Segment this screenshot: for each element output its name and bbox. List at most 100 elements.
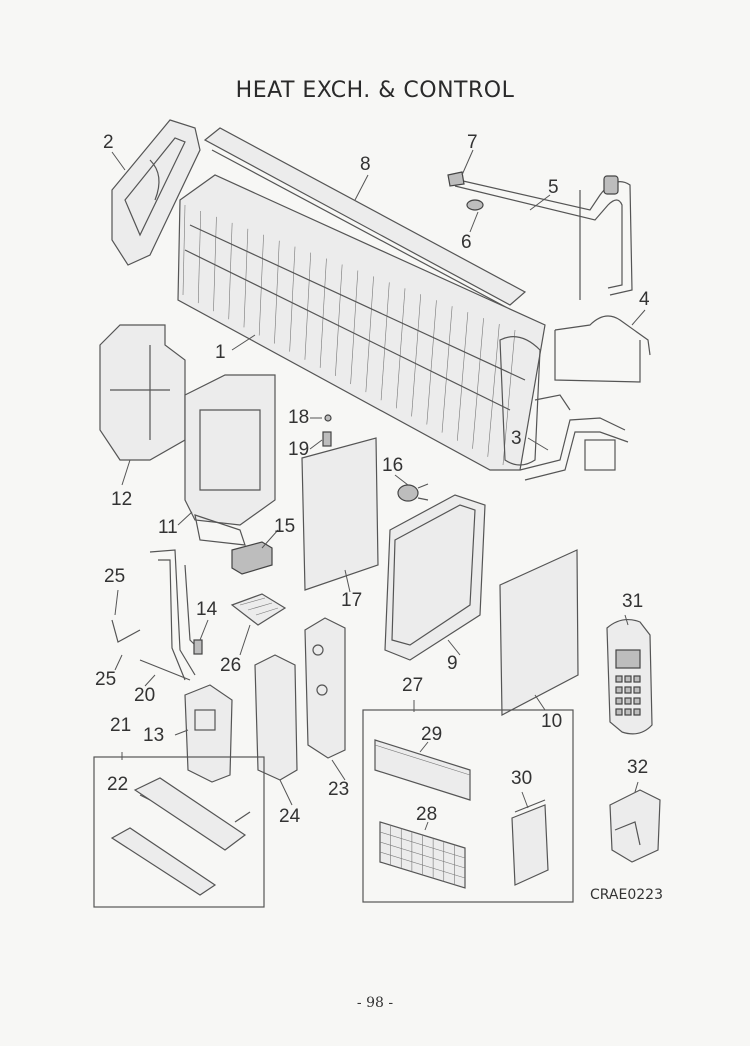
remote-button xyxy=(633,697,641,705)
fin-line xyxy=(350,270,359,385)
part-4-pipe xyxy=(554,315,651,383)
page-number: - 98 - xyxy=(356,995,394,1011)
part-8-top-rail xyxy=(203,127,527,313)
callout-2: 2 xyxy=(103,132,114,153)
callout-11: 11 xyxy=(158,517,178,538)
fin-line xyxy=(243,228,249,328)
part-15-terminal-block xyxy=(231,541,273,575)
diagram-title: HEAT EXCH. & CONTROL xyxy=(235,78,515,103)
callout-31: 31 xyxy=(622,591,643,612)
callout-24: 24 xyxy=(279,806,301,827)
callout-29: 29 xyxy=(421,724,442,745)
remote-button xyxy=(633,686,641,694)
part-9-control-board xyxy=(384,494,486,661)
part-29-filter xyxy=(374,739,471,801)
part-2-side-bracket xyxy=(111,119,201,266)
callout-15: 15 xyxy=(274,516,295,537)
callout-5: 5 xyxy=(548,177,559,198)
fin-line xyxy=(182,204,186,296)
remote-button xyxy=(624,697,632,705)
part-20-cable xyxy=(139,659,191,681)
callout-26: 26 xyxy=(220,655,241,676)
callout-23: 23 xyxy=(328,779,349,800)
part-23-frame xyxy=(304,617,346,759)
part-28-filter-grid xyxy=(379,821,466,889)
callout-labels: 2 8 7 5 6 4 1 3 18 19 16 12 11 15 17 9 1… xyxy=(95,132,650,827)
callout-9: 9 xyxy=(447,653,458,674)
callout-25-upper: 25 xyxy=(104,566,125,587)
fin-line xyxy=(426,300,437,425)
callout-19: 19 xyxy=(288,439,309,460)
part-30-manual xyxy=(511,799,549,886)
leader-lines xyxy=(111,149,646,831)
grid-line xyxy=(379,851,466,879)
callout-14: 14 xyxy=(196,599,218,620)
callout-28: 28 xyxy=(416,804,437,825)
fin-line xyxy=(365,276,374,393)
part-11-control-box xyxy=(184,374,276,546)
part-13-bracket xyxy=(184,684,233,783)
grid-line xyxy=(379,831,466,859)
fin-line xyxy=(319,258,327,368)
group-box-21 xyxy=(93,756,265,908)
part-7-valve xyxy=(447,171,465,187)
fin-line xyxy=(213,216,217,312)
part-6-fitting xyxy=(466,199,484,211)
callout-10: 10 xyxy=(541,711,562,732)
callout-22: 22 xyxy=(107,774,128,795)
part-24-frame xyxy=(254,654,298,781)
callout-12: 12 xyxy=(111,489,132,510)
remote-button xyxy=(615,675,623,683)
callout-7: 7 xyxy=(467,132,478,153)
callout-21: 21 xyxy=(110,715,131,736)
remote-button xyxy=(615,686,623,694)
callout-13: 13 xyxy=(143,725,164,746)
fin-line xyxy=(274,240,280,344)
fin-line xyxy=(380,282,390,401)
grid-line xyxy=(379,841,466,869)
remote-button xyxy=(633,675,641,683)
callout-27: 27 xyxy=(402,675,423,696)
fin-line xyxy=(396,288,406,409)
fin-line xyxy=(502,329,516,466)
callout-3: 3 xyxy=(511,428,522,449)
part-3-connection-pipes xyxy=(519,394,629,481)
part-25-wire-harness xyxy=(111,549,201,681)
fin-line xyxy=(258,234,264,336)
fin-line xyxy=(304,252,312,360)
callout-6: 6 xyxy=(461,232,472,253)
fin-line xyxy=(289,246,296,352)
part-32-remote-holder xyxy=(609,789,661,863)
fin-line xyxy=(228,222,233,320)
part-17-board-cover xyxy=(301,437,379,591)
fin-line xyxy=(411,294,422,417)
remote-button xyxy=(624,686,632,694)
part-31-remote-control xyxy=(606,618,653,735)
part-5-pipe-assembly xyxy=(449,175,633,300)
part-14-sensor xyxy=(193,639,203,655)
part-19-connector xyxy=(322,431,332,447)
callout-25-lower: 25 xyxy=(95,669,116,690)
callout-20: 20 xyxy=(134,685,155,706)
part-18-screw xyxy=(324,414,332,422)
part-16-sensor xyxy=(397,483,429,502)
fin-line xyxy=(472,318,484,449)
part-10-cover-plate xyxy=(499,549,579,716)
part-22-louver xyxy=(110,777,251,896)
remote-button xyxy=(624,675,632,683)
part-12-back-plate xyxy=(99,324,186,461)
callout-30: 30 xyxy=(511,768,532,789)
callout-16: 16 xyxy=(382,455,403,476)
callout-4: 4 xyxy=(639,289,650,310)
group-box-27 xyxy=(362,709,574,903)
fin-line xyxy=(335,264,343,376)
callout-8: 8 xyxy=(360,154,371,175)
remote-button xyxy=(624,708,632,716)
figure-code: CRAE0223 xyxy=(590,887,663,903)
fin-line xyxy=(487,324,500,457)
part-1-heat-exchanger xyxy=(177,174,546,471)
callout-17: 17 xyxy=(341,590,362,611)
fin-line xyxy=(441,306,453,433)
